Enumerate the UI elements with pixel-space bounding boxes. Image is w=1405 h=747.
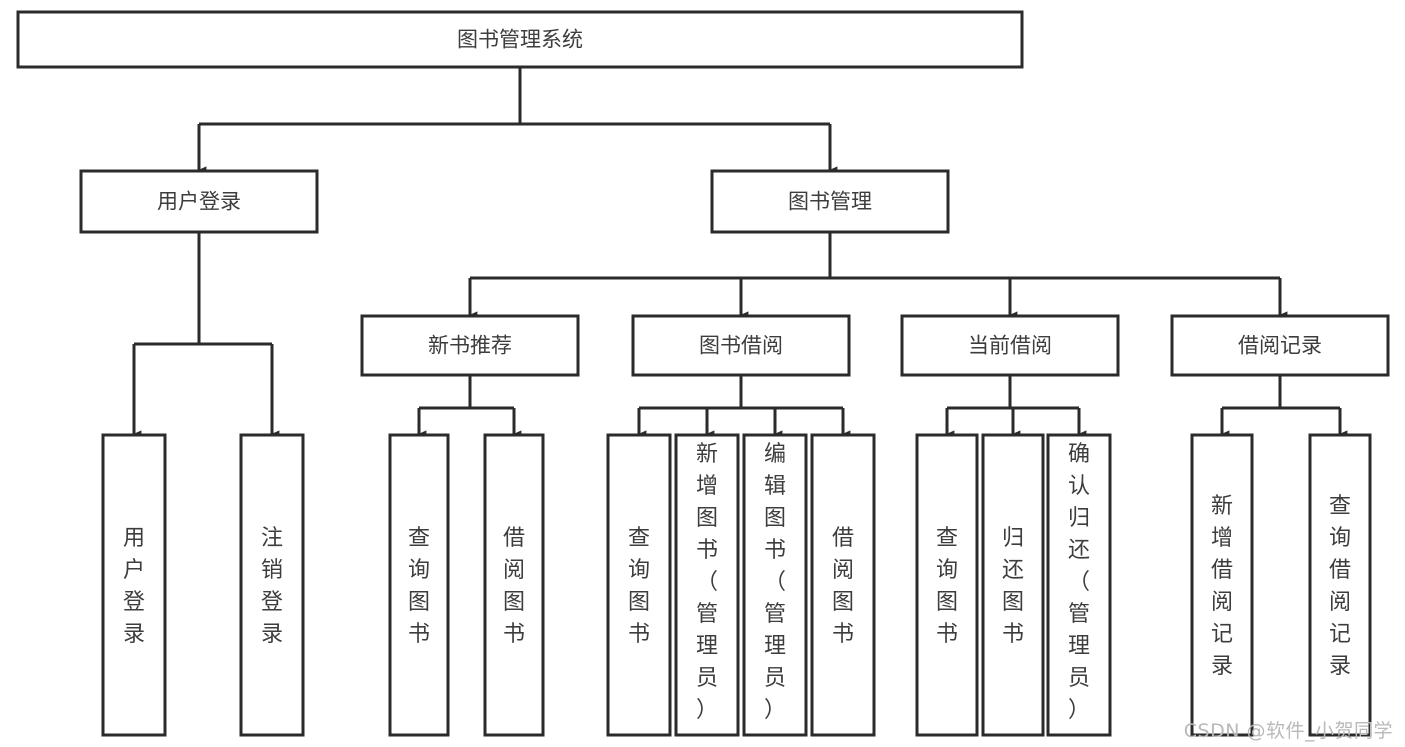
node-label: 查询图书 <box>408 526 430 647</box>
node-l-query-record[interactable]: 查询借阅记录 <box>1308 433 1372 737</box>
node-n-user-login[interactable]: 用户登录 <box>79 169 319 234</box>
node-box <box>810 433 876 737</box>
node-label: 图书管理系统 <box>457 28 583 52</box>
node-label: 查询图书 <box>936 526 958 647</box>
node-n-book-mgmt[interactable]: 图书管理 <box>710 169 950 234</box>
node-l-edit-book[interactable]: 编辑图书（管理员） <box>742 433 808 737</box>
node-label: 用户登录 <box>157 190 241 214</box>
node-l-confirm-return[interactable]: 确认归还（管理员） <box>1046 433 1112 737</box>
node-n-current-borrow[interactable]: 当前借阅 <box>900 314 1120 377</box>
node-box <box>388 433 450 737</box>
node-label: 图书管理 <box>788 190 872 214</box>
edge-layer <box>132 67 1348 438</box>
node-label: 新增图书（管理员） <box>696 442 718 723</box>
node-box <box>360 314 580 377</box>
node-label: 借阅记录 <box>1238 334 1322 358</box>
node-label: 确认归还（管理员） <box>1068 442 1090 723</box>
node-n-borrow-record[interactable]: 借阅记录 <box>1170 314 1390 377</box>
node-l-borrow-book-2[interactable]: 借阅图书 <box>810 433 876 737</box>
node-l-add-record[interactable]: 新增借阅记录 <box>1190 433 1254 737</box>
node-box <box>981 433 1045 737</box>
node-label: 注销登录 <box>261 526 283 647</box>
node-label: 查询借阅记录 <box>1329 494 1351 679</box>
node-root[interactable]: 图书管理系统 <box>16 10 1024 69</box>
node-label: 当前借阅 <box>968 334 1052 358</box>
node-box <box>1190 433 1254 737</box>
node-box <box>900 314 1120 377</box>
node-label: 新增借阅记录 <box>1211 494 1233 679</box>
watermark-text: CSDN @软件_小贺同学 <box>1183 720 1393 742</box>
node-l-return-book[interactable]: 归还图书 <box>981 433 1045 737</box>
node-label: 图书借阅 <box>699 334 783 358</box>
node-label: 借阅图书 <box>503 526 525 647</box>
node-box <box>631 314 851 377</box>
node-box <box>1170 314 1390 377</box>
node-label: 借阅图书 <box>832 526 854 647</box>
node-l-add-book[interactable]: 新增图书（管理员） <box>674 433 740 737</box>
node-box <box>742 433 808 737</box>
node-layer: 图书管理系统用户登录图书管理新书推荐图书借阅当前借阅借阅记录用户登录注销登录查询… <box>16 10 1390 737</box>
node-label: 编辑图书（管理员） <box>764 442 786 723</box>
node-box <box>79 169 319 234</box>
node-n-new-book-rec[interactable]: 新书推荐 <box>360 314 580 377</box>
node-n-book-borrow[interactable]: 图书借阅 <box>631 314 851 377</box>
node-l-user-login[interactable]: 用户登录 <box>101 433 167 737</box>
node-box <box>915 433 979 737</box>
node-label: 用户登录 <box>123 526 145 647</box>
node-label: 新书推荐 <box>428 334 512 358</box>
node-label: 查询图书 <box>628 526 650 647</box>
node-box <box>674 433 740 737</box>
node-l-logout[interactable]: 注销登录 <box>239 433 305 737</box>
node-label: 归还图书 <box>1002 526 1024 647</box>
node-l-borrow-book-1[interactable]: 借阅图书 <box>483 433 545 737</box>
node-box <box>483 433 545 737</box>
node-box <box>1308 433 1372 737</box>
node-box <box>16 10 1024 69</box>
node-box <box>239 433 305 737</box>
node-l-query-book-2[interactable]: 查询图书 <box>606 433 672 737</box>
node-box <box>710 169 950 234</box>
node-box <box>1046 433 1112 737</box>
node-box <box>606 433 672 737</box>
node-l-query-book-1[interactable]: 查询图书 <box>388 433 450 737</box>
node-box <box>101 433 167 737</box>
node-l-query-book-3[interactable]: 查询图书 <box>915 433 979 737</box>
